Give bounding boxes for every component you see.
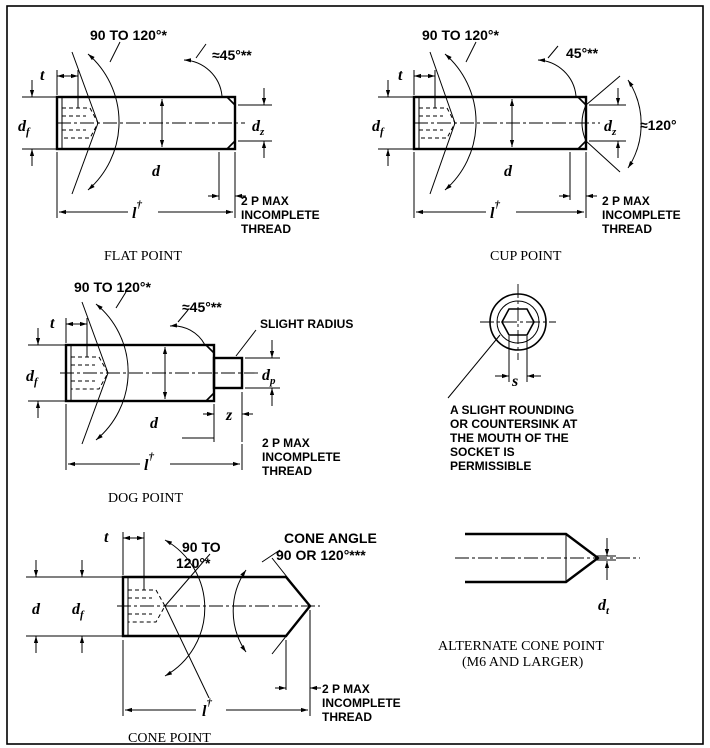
cup-chamfer-angle: 45°** [566,45,599,61]
flat-l-label: l† [132,199,142,222]
dog-df-label: df [26,368,39,388]
dog-slight-radius: SLIGHT RADIUS [260,317,353,331]
dog-l-label: l† [144,451,154,474]
cup-dz-label: dz [604,118,617,138]
drawing-frame [6,5,704,745]
cone-point-caption: CONE POINT [128,731,211,746]
dog-thread-note-1: 2 P MAX [262,436,310,450]
dog-thread-note-2: INCOMPLETE [262,450,341,464]
dog-socket-angle: 90 TO 120°* [74,279,151,295]
socket-s-label: s [511,373,518,390]
cone-t-label: t [104,529,109,546]
socket-note-5: PERMISSIBLE [450,459,531,473]
cup-socket-angle: 90 TO 120°* [422,27,499,43]
dog-pilot [212,356,244,390]
cup-thread-note-3: THREAD [602,222,652,236]
cone-thread-note-2: INCOMPLETE [322,696,401,710]
alt-caption-2: (M6 AND LARGER) [462,655,584,670]
cup-l-label: l† [490,199,500,222]
cone-body [121,575,312,638]
cone-thread-note-3: THREAD [322,710,372,724]
cone-socket-angle-b: 120°* [176,555,211,571]
dog-point-caption: DOG POINT [108,491,184,506]
dog-t-label: t [50,315,55,332]
cone-angle-1: CONE ANGLE [284,530,377,546]
flat-point-view: df dz d t 90 TO 120°* ≈45°** l† [18,27,320,264]
socket-end-view: s A SLIGHT ROUNDING OR COUNTERSINK AT TH… [447,284,578,473]
cone-df-label: df [72,601,85,621]
dog-point-view: df dp SLIGHT RADIUS d z t 90 TO 120°* ≈4… [26,279,353,506]
cup-df-label: df [372,118,385,138]
flat-thread-note-2: INCOMPLETE [241,208,320,222]
socket-note-1: A SLIGHT ROUNDING [450,403,574,417]
alternate-cone-point-view: dt ALTERNATE CONE POINT (M6 AND LARGER) [438,532,640,670]
flat-d-label: d [152,163,161,180]
dog-d-label: d [150,415,159,432]
dog-z-label: z [225,407,233,424]
cup-thread-note-1: 2 P MAX [602,194,650,208]
flat-thread-note-3: THREAD [241,222,291,236]
socket-note-2: OR COUNTERSINK AT [450,417,578,431]
dog-thread-note-3: THREAD [262,464,312,478]
cone-point-view: d df t 90 TO 120°* CONE ANGLE 90 OR 120°… [26,529,401,746]
cone-d-label: d [32,601,41,618]
cone-angle-2: 90 OR 120°*** [276,547,366,563]
alt-caption-1: ALTERNATE CONE POINT [438,639,604,654]
cone-thread-note-1: 2 P MAX [322,682,370,696]
socket-note-4: SOCKET IS [450,445,515,459]
cone-socket-angle-a: 90 TO [182,539,221,555]
flat-socket-angle: 90 TO 120°* [90,27,167,43]
dog-chamfer-angle: ≈45°** [182,299,222,315]
cup-d-label: d [504,163,513,180]
flat-chamfer-angle: ≈45°** [212,47,252,63]
alt-dt-label: dt [598,597,610,617]
cone-l-label: l† [202,697,212,720]
cup-cone-angle: ≈120° [640,117,677,133]
cup-t-label: t [398,67,403,84]
socket-note-3: THE MOUTH OF THE [450,431,569,445]
flat-df-label: df [18,118,31,138]
flat-dz-label: dz [252,118,265,138]
cup-point-caption: CUP POINT [490,249,562,264]
cup-point-view: df dz ≈120° d t 90 TO 120°* 45°** [372,27,681,264]
dog-dp-label: dp [262,367,276,387]
flat-point-caption: FLAT POINT [104,249,182,264]
flat-thread-note-1: 2 P MAX [241,194,289,208]
flat-t-label: t [40,67,45,84]
cup-thread-note-2: INCOMPLETE [602,208,681,222]
